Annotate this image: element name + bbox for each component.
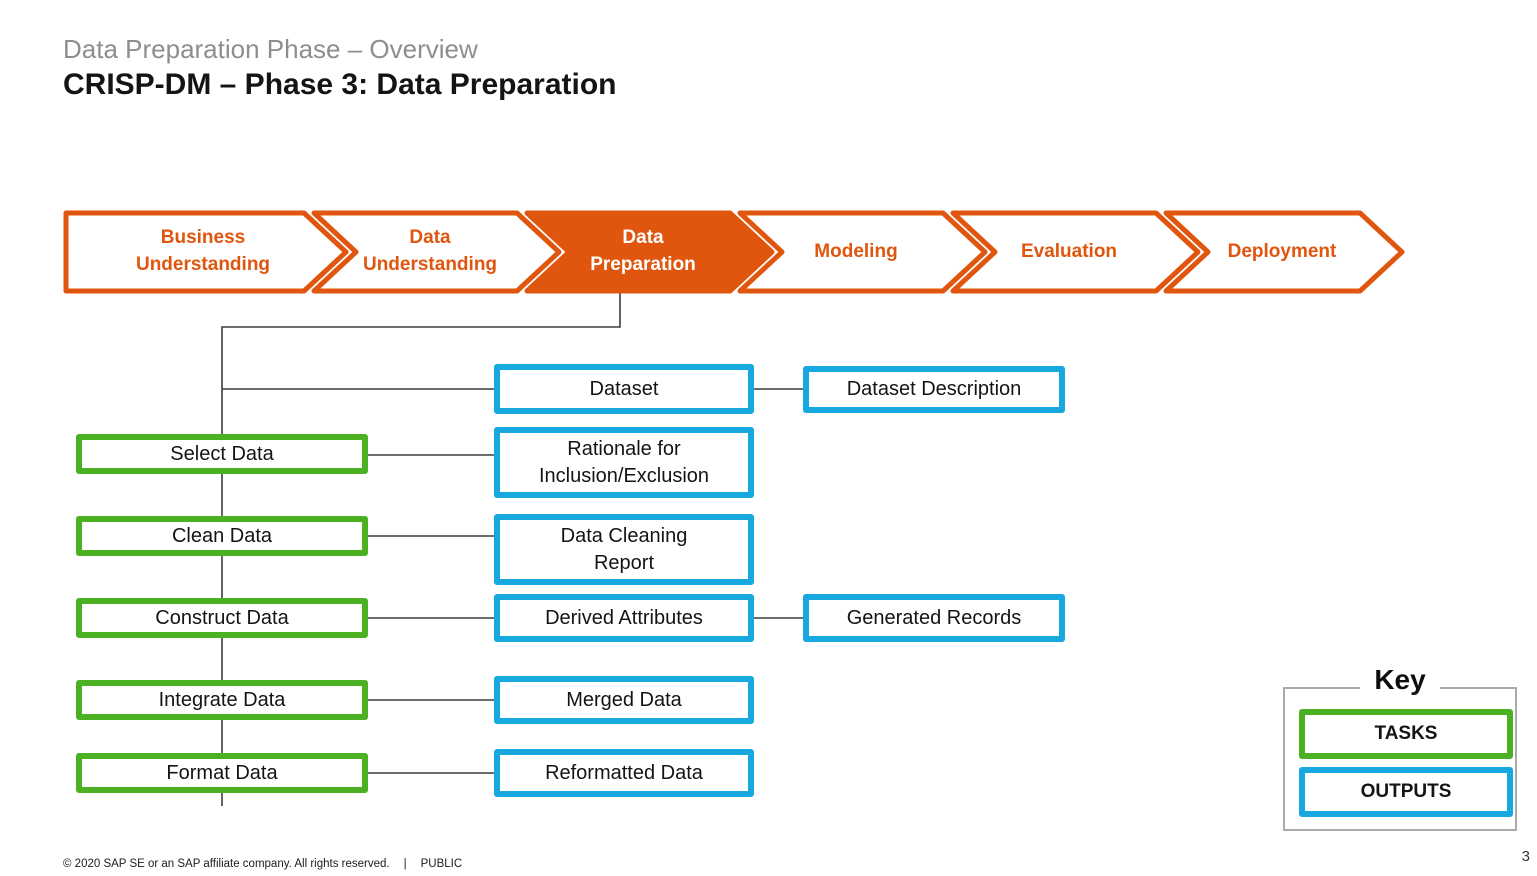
phase-chevron-data-preparation bbox=[524, 210, 775, 294]
output-box-data-cleaning-report: Data Cleaning Report bbox=[494, 514, 754, 585]
output-box-generated-records: Generated Records bbox=[803, 594, 1065, 642]
output-label: Derived Attributes bbox=[545, 606, 703, 629]
task-box-integrate-data: Integrate Data bbox=[76, 680, 368, 720]
output-label: Dataset Description bbox=[846, 378, 1022, 400]
phase-chevron-deployment bbox=[1163, 210, 1405, 294]
task-label: Select Data bbox=[170, 442, 274, 465]
page-title: CRISP-DM – Phase 3: Data Preparation bbox=[63, 68, 617, 101]
task-label: Construct Data bbox=[155, 606, 289, 629]
task-label: Format Data bbox=[166, 761, 278, 784]
task-box-select-data: Select Data bbox=[76, 434, 368, 474]
output-label: Merged Data bbox=[566, 688, 682, 711]
task-label: Integrate Data bbox=[158, 688, 286, 711]
slide-eyebrow: Data Preparation Phase – Overview bbox=[63, 34, 478, 64]
connector-lines bbox=[221, 291, 803, 806]
phase-chevron-business-understanding bbox=[63, 210, 349, 294]
page-number: 3 bbox=[1521, 848, 1530, 865]
output-box-rationale: Rationale for Inclusion/Exclusion bbox=[494, 427, 754, 498]
key-title-label: Key bbox=[1360, 664, 1440, 695]
footer-classification: PUBLIC bbox=[420, 858, 463, 870]
phase-chevron-modeling bbox=[737, 210, 988, 294]
phase-chevron-data-understanding bbox=[311, 210, 562, 294]
output-box-derived-attributes: Derived Attributes bbox=[494, 594, 754, 642]
key-title: Key bbox=[1283, 664, 1517, 696]
output-box-reformatted-data: Reformatted Data bbox=[494, 749, 754, 797]
footer-separator: | bbox=[403, 858, 407, 870]
task-box-format-data: Format Data bbox=[76, 753, 368, 793]
task-box-construct-data: Construct Data bbox=[76, 598, 368, 638]
phase-chevron-evaluation bbox=[950, 210, 1201, 294]
output-label: Data Cleaning Report bbox=[560, 524, 688, 574]
output-box-dataset: Dataset bbox=[494, 364, 754, 414]
task-box-clean-data: Clean Data bbox=[76, 516, 368, 556]
output-box-merged-data: Merged Data bbox=[494, 676, 754, 724]
footer-copyright: © 2020 SAP SE or an SAP affiliate compan… bbox=[63, 858, 390, 870]
key-outputs-box: OUTPUTS bbox=[1299, 767, 1513, 817]
task-label: Clean Data bbox=[171, 524, 273, 547]
output-box-dataset-description: Dataset Description bbox=[803, 366, 1065, 413]
key-tasks-box: TASKS bbox=[1299, 709, 1513, 759]
key-tasks-label: TASKS bbox=[1374, 723, 1438, 744]
footer: © 2020 SAP SE or an SAP affiliate compan… bbox=[63, 858, 462, 870]
output-label: Rationale for Inclusion/Exclusion bbox=[538, 437, 710, 487]
key-outputs-label: OUTPUTS bbox=[1360, 781, 1452, 802]
output-label: Reformatted Data bbox=[545, 761, 703, 784]
output-label: Dataset bbox=[589, 377, 659, 400]
output-label: Generated Records bbox=[846, 606, 1022, 629]
